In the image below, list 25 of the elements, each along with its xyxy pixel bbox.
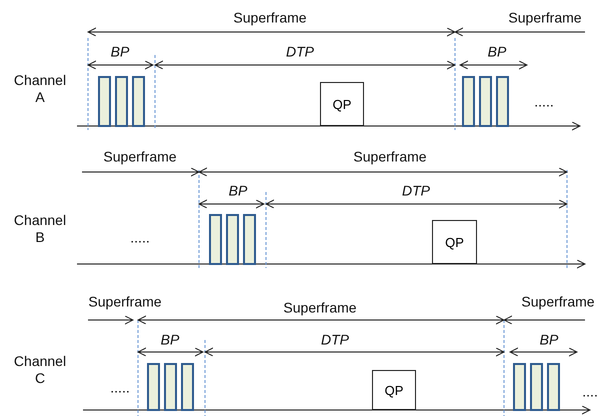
ellipsis: .....	[534, 94, 554, 110]
period-label: Superframe	[353, 148, 427, 166]
ellipsis: .....	[582, 384, 598, 400]
period-label: DTP	[321, 332, 349, 348]
period-label: BP	[110, 44, 130, 60]
period-label: DTP	[402, 182, 430, 200]
period-label: BP	[160, 332, 180, 348]
period-label: BP	[228, 182, 248, 200]
channel-label: Channel B	[12, 212, 68, 246]
period-box: QP	[320, 82, 364, 126]
period-label: Superframe	[521, 294, 595, 310]
period-box: QP	[432, 220, 477, 264]
period-label: Superframe	[88, 294, 162, 310]
period-box: QP	[372, 370, 416, 410]
period-label: BP	[540, 332, 558, 348]
ellipsis: .....	[130, 230, 150, 246]
ellipsis: .....	[110, 380, 130, 396]
channel-label: Channel A	[12, 72, 68, 106]
period-label: Superframe	[233, 10, 307, 26]
period-label: Superframe	[103, 148, 177, 166]
period-label: BP	[488, 44, 506, 60]
channel-label: Channel C	[12, 353, 68, 387]
period-label: Superframe	[283, 300, 357, 316]
period-label: Superframe	[508, 10, 582, 26]
period-label: DTP	[286, 44, 314, 60]
